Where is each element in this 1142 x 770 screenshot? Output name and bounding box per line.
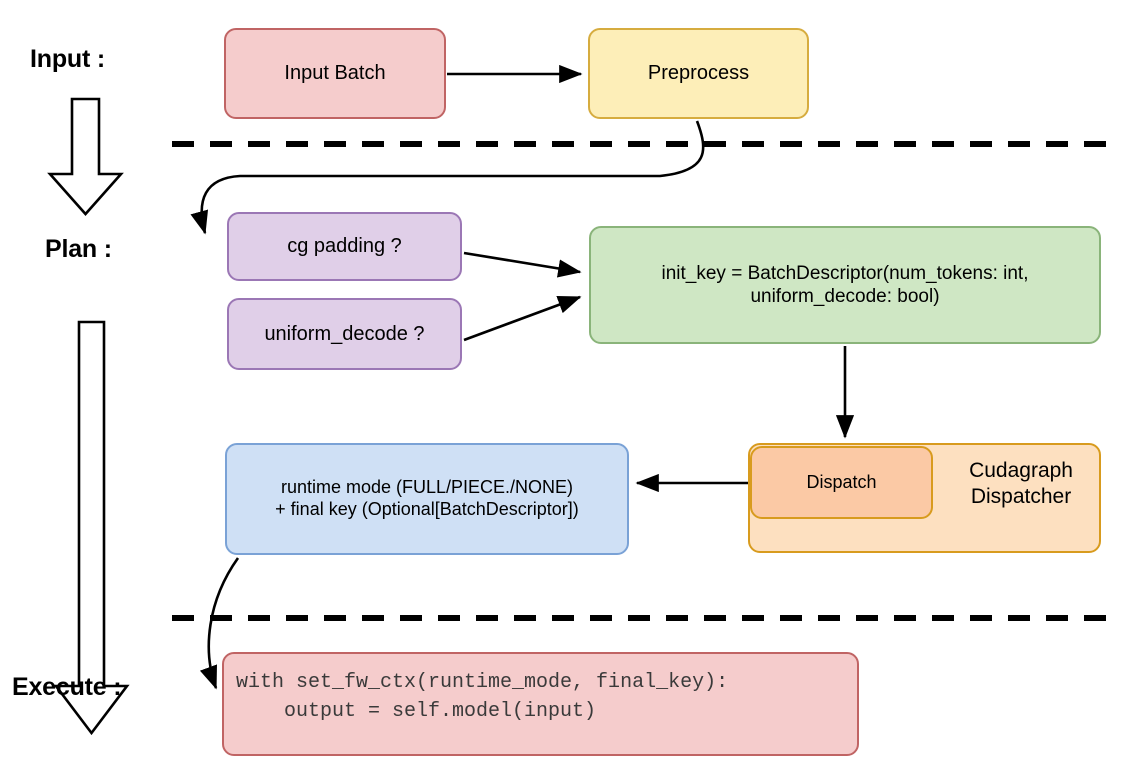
stage-label-input: Input :: [30, 45, 105, 73]
node-preprocess-label: Preprocess: [647, 62, 750, 85]
node-runtime-mode-text: runtime mode (FULL/PIECE./NONE) + final …: [275, 477, 579, 521]
node-init-key[interactable]: init_key = BatchDescriptor(num_tokens: i…: [589, 226, 1101, 344]
stage-label-plan: Plan :: [45, 235, 112, 263]
node-runtime-mode[interactable]: runtime mode (FULL/PIECE./NONE) + final …: [225, 443, 629, 555]
node-execute-code-block[interactable]: with set_fw_ctx(runtime_mode, final_key)…: [222, 652, 859, 756]
node-init-key-line1: init_key = BatchDescriptor(num_tokens: i…: [661, 262, 1029, 284]
node-cudagraph-dispatcher-line1: Cudagraph: [969, 459, 1073, 482]
input-to-plan-arrow: [47, 97, 124, 216]
node-runtime-mode-line2: + final key (Optional[BatchDescriptor]): [275, 499, 579, 519]
node-runtime-mode-line1: runtime mode (FULL/PIECE./NONE): [280, 477, 574, 498]
node-input-batch-label: Input Batch: [284, 62, 386, 85]
node-uniform-decode[interactable]: uniform_decode ?: [227, 298, 462, 370]
edge-uniform-decode-to-init-key: [463, 295, 582, 342]
node-dispatch[interactable]: Dispatch: [750, 446, 933, 519]
node-init-key-text: init_key = BatchDescriptor(num_tokens: i…: [662, 262, 1029, 308]
stage-label-execute: Execute :: [12, 673, 122, 701]
node-execute-code-line2: output = self.model(input): [236, 700, 597, 723]
node-preprocess[interactable]: Preprocess: [588, 28, 809, 119]
node-input-batch[interactable]: Input Batch: [224, 28, 446, 119]
node-cudagraph-dispatcher-text: Cudagraph Dispatcher: [969, 458, 1073, 509]
plan-to-execute-arrow: [53, 320, 130, 736]
node-uniform-decode-label: uniform_decode ?: [264, 322, 425, 345]
node-execute-code-text: with set_fw_ctx(runtime_mode, final_key)…: [236, 668, 728, 726]
edge-runtime-mode-to-exec-code: [199, 557, 240, 690]
edge-preprocess-to-cg-padding: [190, 120, 705, 235]
node-dispatch-label: Dispatch: [806, 471, 877, 492]
node-cg-padding-label: cg padding ?: [287, 235, 402, 258]
node-init-key-line2: uniform_decode: bool): [750, 286, 940, 307]
edge-cg-padding-to-init-key: [463, 251, 582, 278]
node-execute-code-line1: with set_fw_ctx(runtime_mode, final_key)…: [236, 671, 729, 694]
node-cudagraph-dispatcher-line2: Dispatcher: [970, 484, 1072, 508]
node-cg-padding[interactable]: cg padding ?: [227, 212, 462, 281]
